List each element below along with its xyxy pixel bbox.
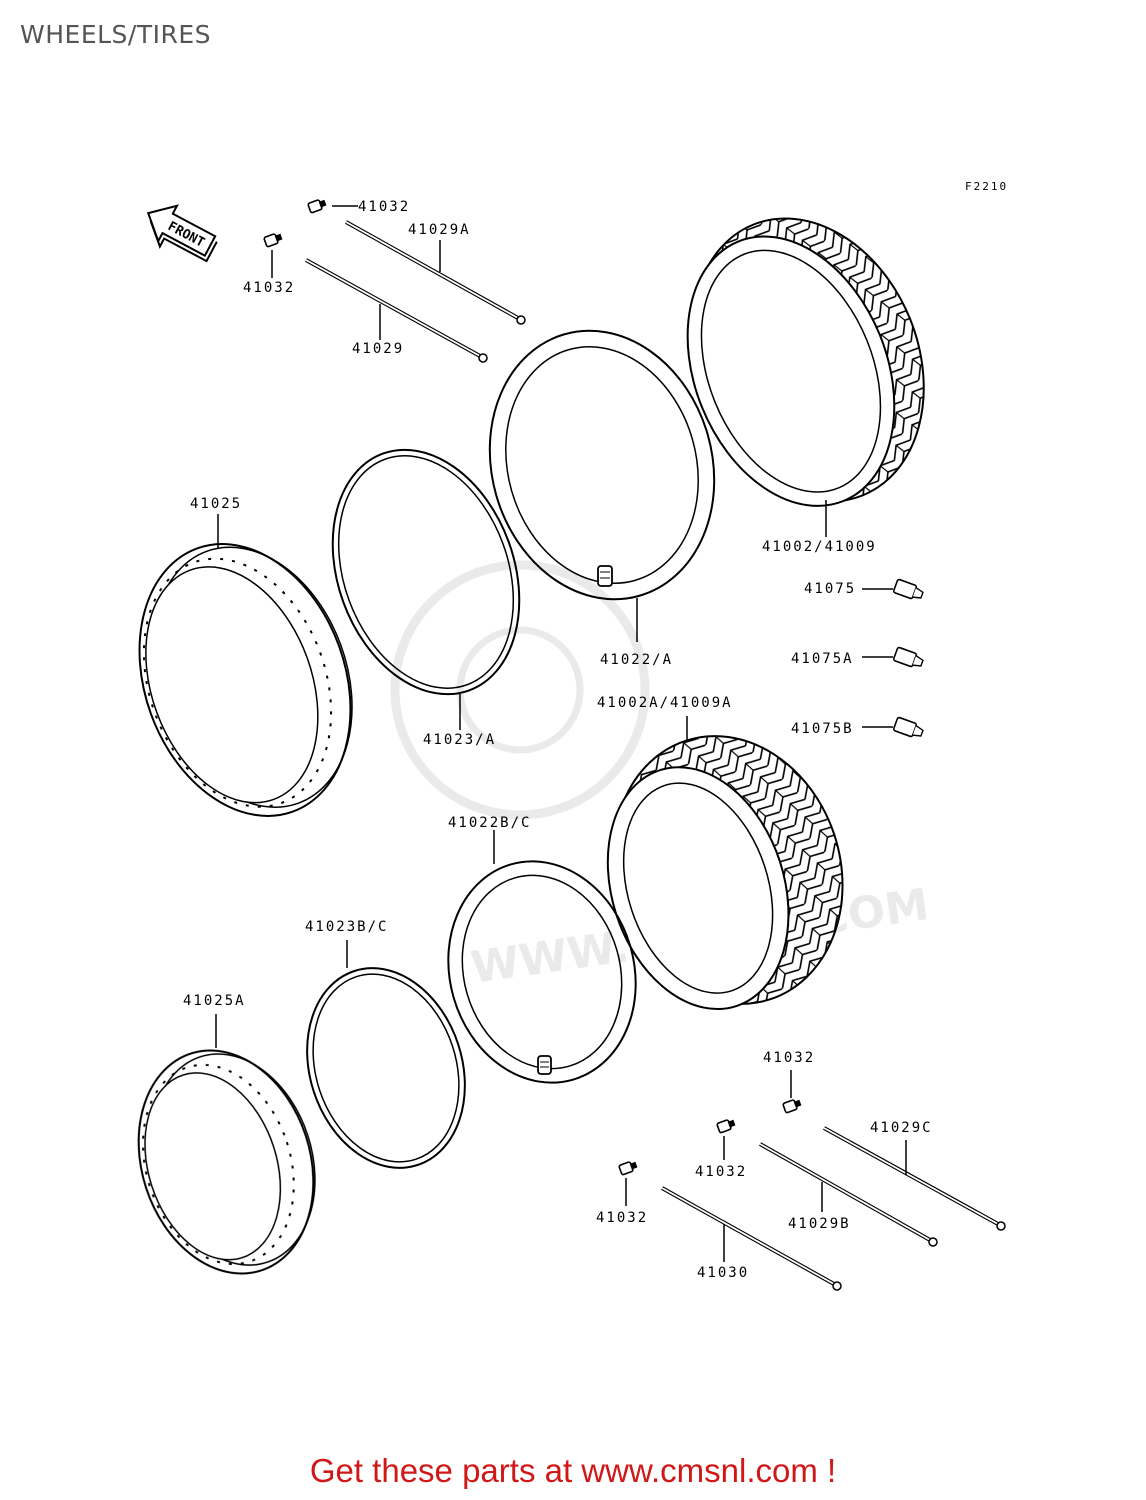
part-label-41023b-c: 41023B/C [305,919,388,935]
spoke-icon [759,1142,938,1247]
valve-stem-icon [597,565,613,587]
balance-weight-icon [892,646,924,668]
rim-icon [138,543,353,817]
part-label-41029b: 41029B [788,1216,851,1232]
part-label-41032-c: 41032 [763,1050,815,1066]
figure-code: F2210 [965,180,1008,193]
part-label-41029c: 41029C [870,1120,933,1136]
part-label-41030: 41030 [697,1265,749,1281]
part-label-41029a: 41029A [408,222,471,238]
rim-band-icon [306,967,466,1169]
footer-link[interactable]: Get these parts at www.cmsnl.com ! [309,1452,837,1489]
part-label-41032-b: 41032 [243,280,295,296]
valve-cap-icon [307,199,327,214]
valve-cap-icon [716,1119,736,1134]
balance-weight-icon [892,716,924,738]
part-label-41025: 41025 [190,496,242,512]
inner-tube-icon [488,329,716,601]
rear-tire-icon [606,735,844,1011]
part-label-41075: 41075 [804,581,856,597]
part-label-41032-e: 41032 [596,1210,648,1226]
part-label-41025a: 41025A [183,993,246,1009]
valve-stem-icon [537,1055,552,1075]
spoke-icon [823,1126,1006,1231]
part-label-41032-d: 41032 [695,1164,747,1180]
page-title: WHEELS/TIRES [20,20,212,49]
part-label-41032-a: 41032 [358,199,410,215]
spoke-icon [345,220,526,325]
valve-cap-icon [618,1161,638,1176]
valve-cap-icon [782,1099,802,1114]
part-label-41002a-41009a: 41002A/41009A [597,695,733,711]
part-label-41022-a: 41022/A [600,652,673,668]
valve-cap-icon [263,233,283,248]
rim-icon [137,1049,316,1275]
part-label-41029: 41029 [352,341,404,357]
spoke-icon [661,1186,842,1291]
part-label-41075a: 41075A [791,651,854,667]
part-label-41022b-c: 41022B/C [448,815,531,831]
part-label-41002-41009: 41002/41009 [762,539,877,555]
balance-weight-icon [892,578,924,600]
part-label-41075b: 41075B [791,721,854,737]
spoke-icon [305,258,488,363]
front-arrow-icon: FRONT [146,204,218,263]
part-label-41023-a: 41023/A [423,732,496,748]
parts-diagram: WWW.CMSNL.COM FRONT F2210 41032 41032 41… [137,180,1008,1291]
front-tire-icon [686,217,925,507]
